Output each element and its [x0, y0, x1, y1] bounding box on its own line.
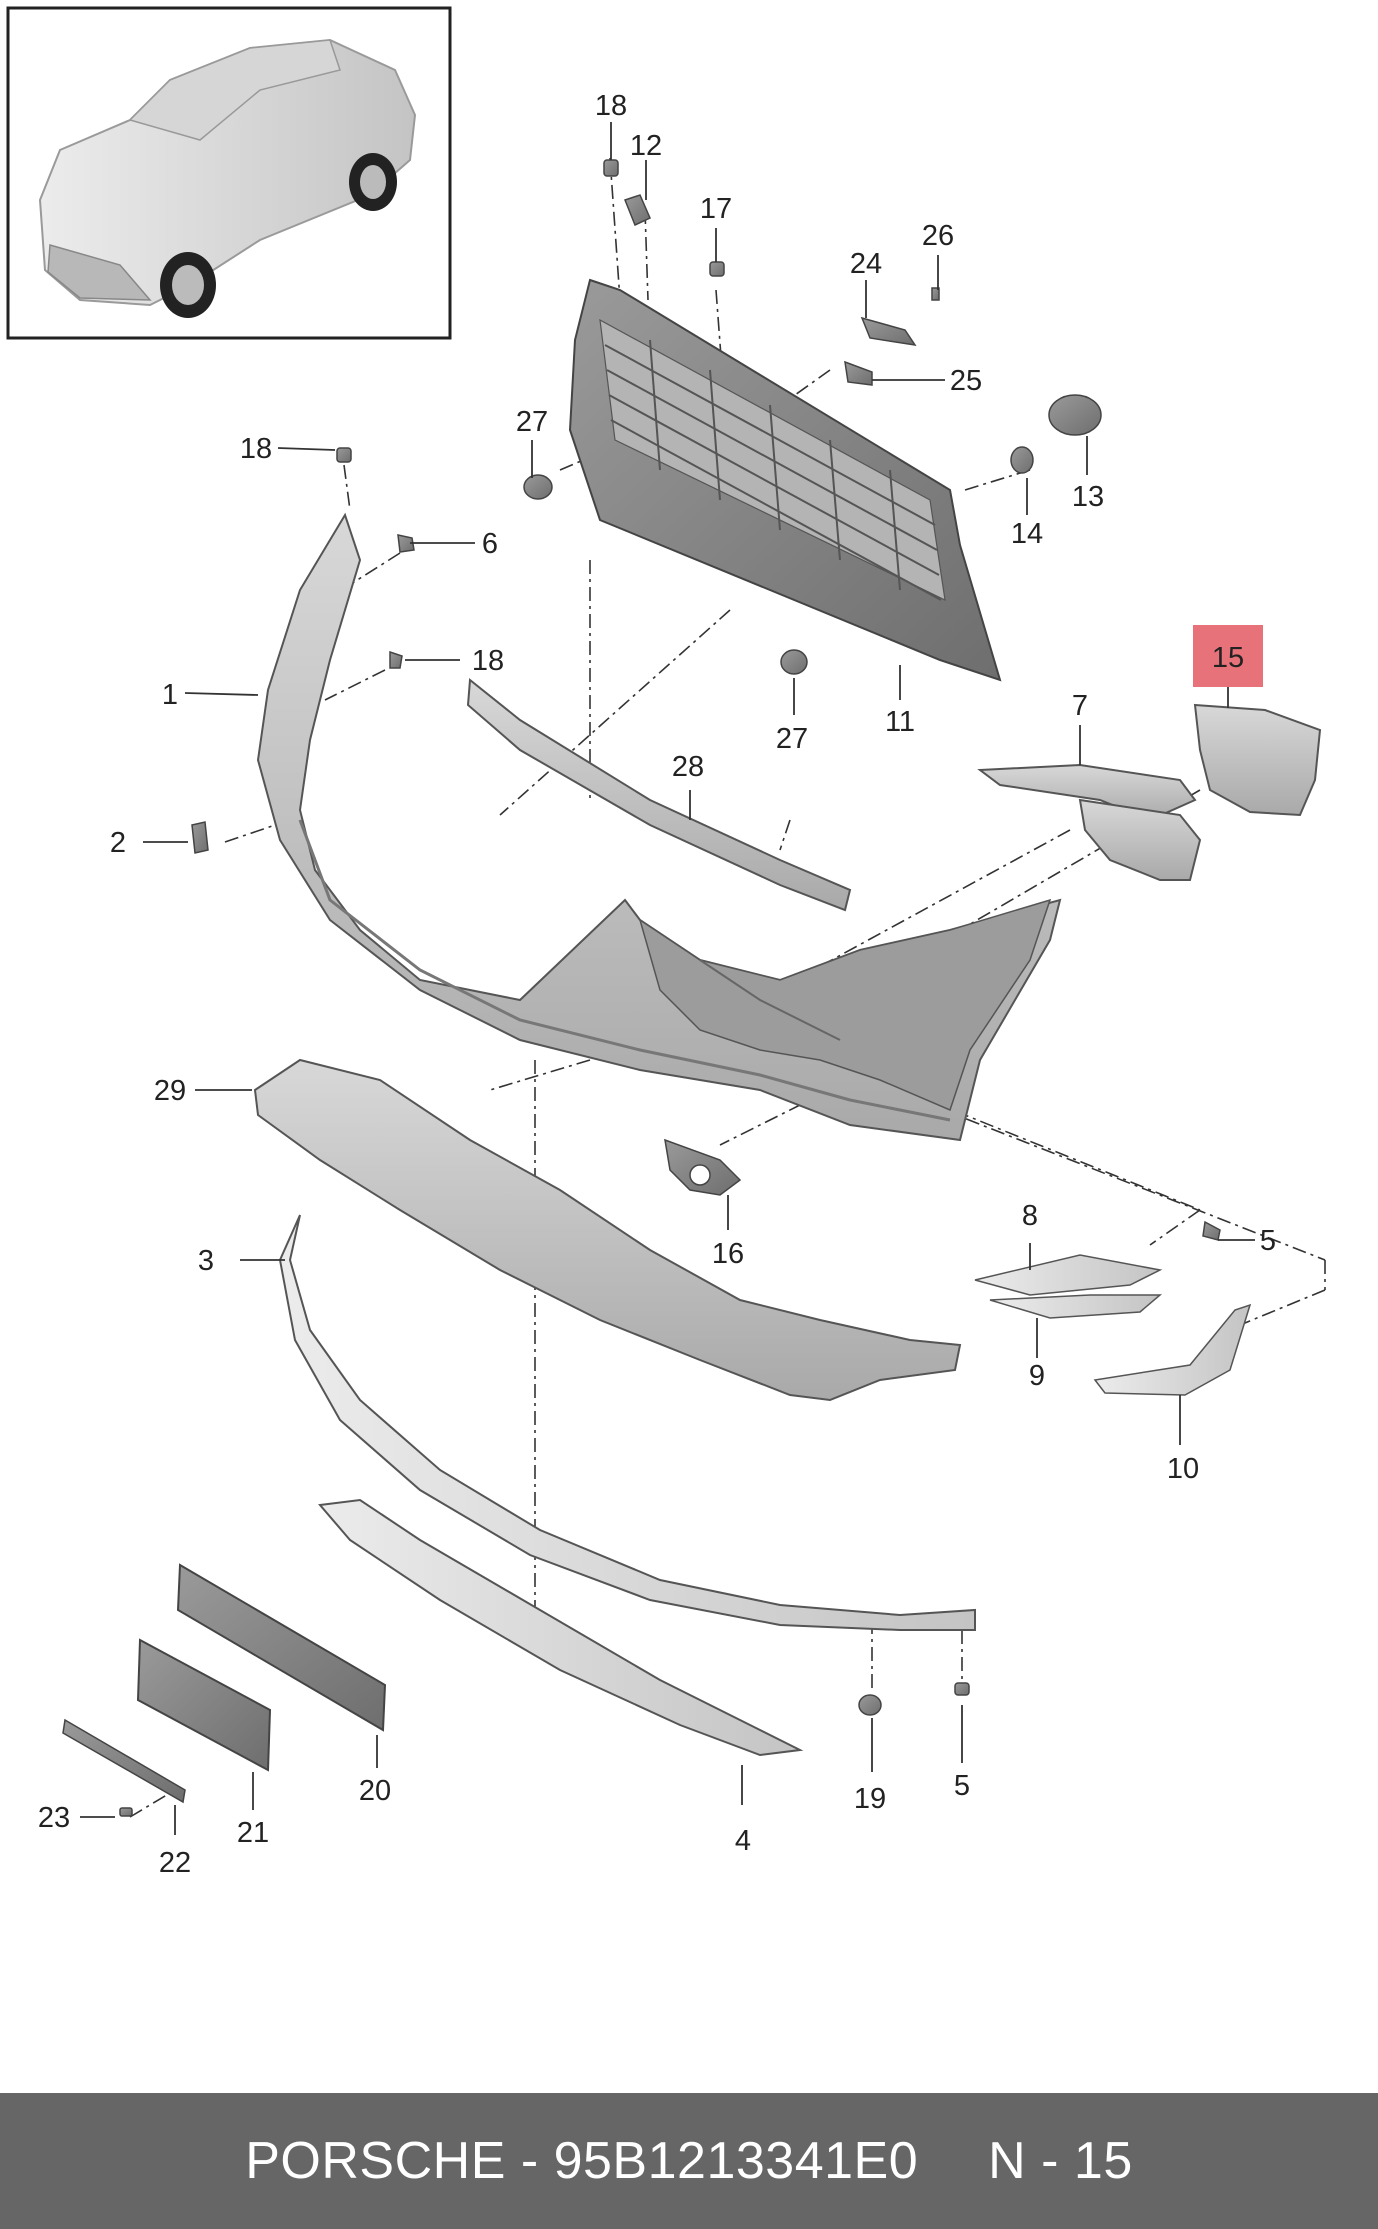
- part-bumper-cover: [256, 512, 1062, 1142]
- callout-12: 12: [630, 130, 662, 162]
- callout-1: 1: [162, 679, 178, 711]
- callout-16: 16: [712, 1238, 744, 1270]
- page-label: N - 15: [988, 2132, 1133, 2190]
- callout-19: 19: [854, 1783, 886, 1815]
- footer-bar: PORSCHE - 95B1213341E0 N - 15: [0, 2093, 1378, 2229]
- part-number: 95B1213341E0: [553, 2132, 919, 2190]
- part-15-bracket: [1193, 703, 1322, 817]
- brand-label: PORSCHE: [245, 2132, 506, 2190]
- part-strip-22: [62, 1718, 186, 1804]
- callout-27: 27: [776, 723, 808, 755]
- callout-24: 24: [850, 248, 882, 280]
- callout-11: 11: [885, 706, 915, 738]
- callout-18: 18: [240, 433, 272, 465]
- part-carrier: [253, 1058, 962, 1402]
- exploded-parts-diagram: 18 12 17 26 24 25 27 18 6 13 14 18 1 15 …: [6, 6, 1326, 1879]
- callout-8: 8: [1022, 1200, 1038, 1232]
- part-cover-8: [974, 1254, 1163, 1296]
- callout-2: 2: [110, 827, 126, 859]
- callout-21: 21: [237, 1817, 269, 1849]
- part-strip: [466, 678, 852, 912]
- callout-15: 15: [1212, 642, 1244, 674]
- fasteners: [119, 159, 1221, 1817]
- part-bracket-7: [977, 763, 1202, 881]
- callout-13: 13: [1072, 481, 1104, 513]
- callout-29: 29: [154, 1075, 186, 1107]
- callout-9: 9: [1029, 1360, 1045, 1392]
- vehicle-thumbnail: [6, 6, 452, 340]
- callout-7: 7: [1072, 690, 1088, 722]
- callout-28: 28: [672, 751, 704, 783]
- callout-3: 3: [198, 1245, 214, 1277]
- callout-25: 25: [950, 365, 982, 397]
- part-16-ring: [664, 1138, 742, 1196]
- part-plate-bracket-21: [136, 1638, 272, 1772]
- part-lower-lip: [278, 1214, 976, 1631]
- callout-leaders: [80, 122, 1255, 1835]
- callout-5: 5: [1260, 1225, 1276, 1257]
- part-splitter: [318, 1498, 804, 1757]
- part-cover-9: [989, 1294, 1163, 1319]
- callout-23: 23: [38, 1802, 70, 1834]
- callout-highlight: [1193, 625, 1263, 687]
- callout-6: 6: [482, 528, 498, 560]
- callout-20: 20: [359, 1775, 391, 1807]
- callout-26: 26: [922, 220, 954, 252]
- part-grille: [568, 278, 1002, 682]
- callout-27: 27: [516, 406, 548, 438]
- part-plate-bracket-20: [176, 1563, 387, 1732]
- part-cover-10: [1093, 1303, 1252, 1396]
- callout-18: 18: [595, 90, 627, 122]
- callout-5: 5: [954, 1770, 970, 1802]
- callout-18: 18: [472, 645, 504, 677]
- callout-10: 10: [1167, 1453, 1199, 1485]
- callout-4: 4: [735, 1825, 751, 1857]
- separator: -: [505, 2132, 554, 2190]
- callout-17: 17: [700, 193, 732, 225]
- callout-22: 22: [159, 1847, 191, 1879]
- callout-14: 14: [1011, 518, 1043, 550]
